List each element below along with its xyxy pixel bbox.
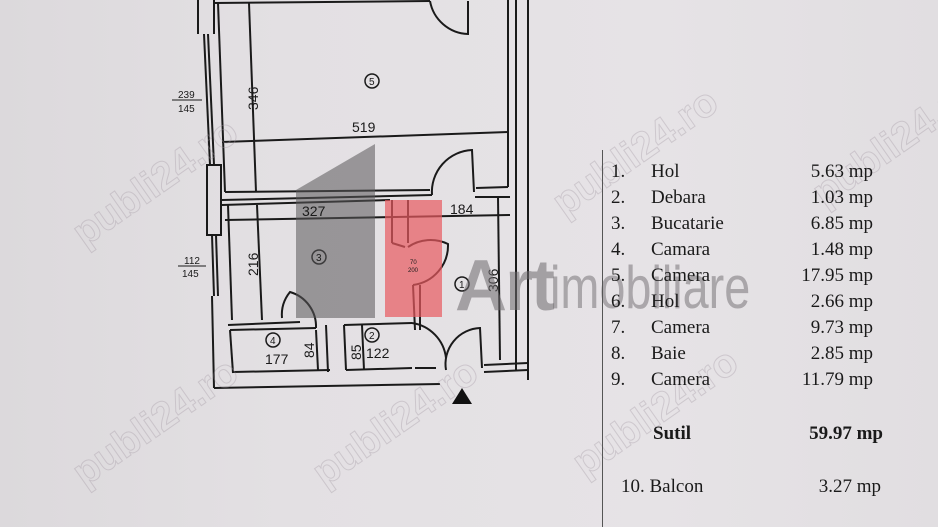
room-area: 11.79 mp	[801, 369, 873, 390]
dim-pantry-width: 177	[265, 351, 289, 367]
room-area: 1.03 mp	[810, 187, 873, 208]
room-area: 5.63 mp	[810, 161, 873, 182]
legend-row: 1. Hol 5.63 mp	[603, 161, 893, 187]
room-name: Camera	[651, 369, 711, 390]
legend-row: 5. Camera 17.95 mp	[603, 265, 893, 291]
window2-bottom: 145	[182, 269, 199, 280]
total-usable-area-row: Sutil 59.97 mp	[603, 423, 893, 449]
room-name: Hol	[651, 161, 680, 182]
room-area: 6.85 mp	[810, 213, 873, 234]
floor-plan-svg: 5 3 1 4 2 519 346 327 184 216 306 177 84…	[172, 0, 529, 404]
total-label: Sutil	[653, 423, 692, 444]
total-area: 59.97 mp	[809, 423, 883, 444]
dim-storage-height: 85	[348, 344, 364, 360]
dim-storage-width: 122	[366, 345, 390, 361]
room-name: Baie	[651, 343, 686, 364]
row-number: 9.	[611, 369, 626, 390]
legend-row: 7. Camera 9.73 mp	[603, 317, 893, 343]
dim-room5-height: 346	[245, 86, 261, 110]
dim-pantry-height: 84	[301, 342, 317, 358]
row-number: 8.	[611, 343, 626, 364]
room-number-1: 1	[459, 280, 465, 291]
window1-bottom: 145	[178, 104, 195, 115]
row-number: 3.	[611, 213, 626, 234]
room-area: 17.95 mp	[801, 265, 873, 286]
room-number-5: 5	[369, 77, 375, 88]
room-name: Camera	[651, 265, 711, 286]
legend-row: 4. Camara 1.48 mp	[603, 239, 893, 265]
room-number-3: 3	[316, 253, 322, 264]
dim-kitchen-width: 327	[302, 203, 326, 219]
balcony-label: 10. Balcon	[621, 476, 704, 497]
room-number-2: 2	[369, 331, 375, 342]
row-number: 1.	[611, 161, 626, 182]
door-width: 70	[410, 260, 417, 266]
room-name: Debara	[651, 187, 706, 208]
row-number: 5.	[611, 265, 626, 286]
row-number: 7.	[611, 317, 626, 338]
row-number: 6.	[611, 291, 626, 312]
balcony-area: 3.27 mp	[818, 476, 881, 497]
dim-hall-width: 184	[450, 201, 474, 217]
balcony-row: 10. Balcon 3.27 mp	[603, 476, 893, 502]
legend-row: 2. Debara 1.03 mp	[603, 187, 893, 213]
legend-row: 8. Baie 2.85 mp	[603, 343, 893, 369]
dim-kitchen-height: 216	[245, 252, 261, 276]
door-height: 200	[408, 268, 419, 274]
room-name: Camera	[651, 317, 711, 338]
room-area-legend: 1. Hol 5.63 mp 2. Debara 1.03 mp 3. Buca…	[602, 150, 903, 527]
room-area: 9.73 mp	[810, 317, 873, 338]
dim-hall-height: 306	[485, 268, 501, 292]
row-number: 2.	[611, 187, 626, 208]
room-number-4: 4	[270, 336, 276, 347]
room-name: Bucatarie	[651, 213, 724, 234]
legend-row: 6. Hol 2.66 mp	[603, 291, 893, 317]
room-name: Camara	[651, 239, 711, 260]
window2-top: 112	[184, 256, 200, 267]
room-area: 2.85 mp	[810, 343, 873, 364]
row-number: 4.	[611, 239, 626, 260]
window1-top: 239	[178, 90, 195, 101]
entrance-marker-icon	[452, 388, 472, 404]
dim-room5-width: 519	[352, 119, 376, 135]
room-area: 1.48 mp	[810, 239, 873, 260]
floor-plan-drawing: 5 3 1 4 2 519 346 327 184 216 306 177 84…	[172, 0, 529, 404]
legend-row: 9. Camera 11.79 mp	[603, 369, 893, 395]
room-area: 2.66 mp	[810, 291, 873, 312]
room-name: Hol	[651, 291, 680, 312]
legend-row: 3. Bucatarie 6.85 mp	[603, 213, 893, 239]
